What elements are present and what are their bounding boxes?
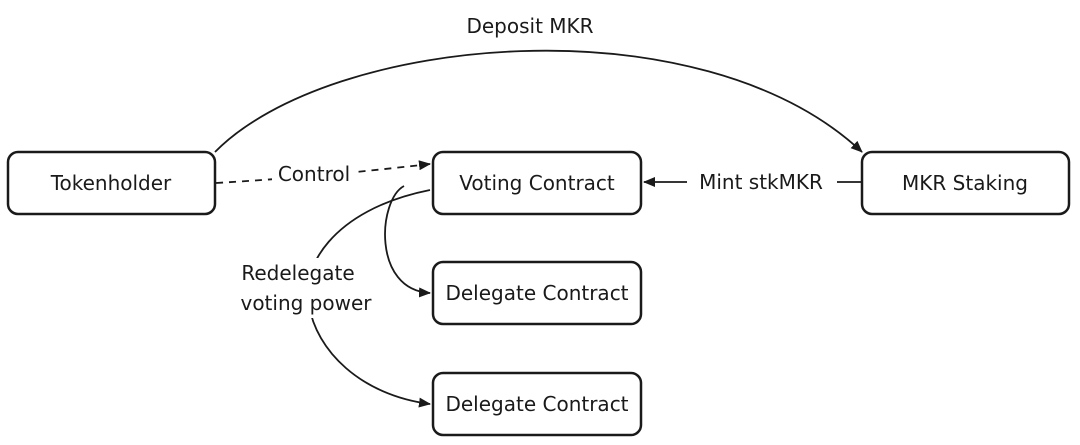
edge-control [215,160,431,184]
node-delegate-contract-2-label: Delegate Contract [445,392,628,416]
node-voting-contract: Voting Contract [431,150,643,216]
node-tokenholder-label: Tokenholder [50,171,172,195]
edge-to-delegate-1 [384,185,431,298]
edge-label-deposit-mkr: Deposit MKR [466,14,593,38]
node-mkr-staking-label: MKR Staking [902,171,1028,195]
edge-deposit-mkr [214,49,863,153]
node-tokenholder: Tokenholder [6,150,217,216]
edge-label-redelegate-line1: Redelegate [241,261,354,285]
edge-label-mint-stkmkr: Mint stkMKR [699,170,823,194]
node-delegate-contract-1: Delegate Contract [431,260,643,326]
edge-label-control: Control [278,162,350,186]
node-voting-contract-label: Voting Contract [459,171,615,195]
node-delegate-contract-1-label: Delegate Contract [445,281,628,305]
node-mkr-staking: MKR Staking [860,150,1071,216]
node-delegate-contract-2: Delegate Contract [431,371,643,437]
edge-label-redelegate-line2: voting power [240,291,372,315]
